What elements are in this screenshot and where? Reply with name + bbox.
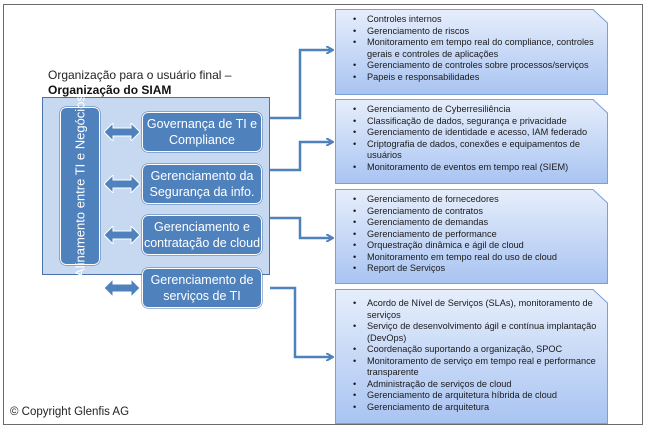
list-item: Serviço de desenvolvimento ágil e contín… <box>353 321 600 344</box>
unit-cloud-management: Gerenciamento e contratação de cloud <box>142 215 262 255</box>
callout-it-services: Acordo de Nível de Serviços (SLAs), moni… <box>335 289 608 424</box>
copyright-notice: © Copyright Glenfis AG <box>10 406 130 418</box>
list-item: Monitoramento em tempo real do uso de cl… <box>353 252 600 264</box>
org-title-line2: Organização do SIAM <box>48 83 172 97</box>
callout-cloud: Gerenciamento de fornecedores Gerenciame… <box>335 189 608 284</box>
double-arrow-icon <box>104 123 140 141</box>
double-arrow-icon <box>104 226 140 244</box>
list-item: Gerenciamento de Cyberresiliência <box>353 104 600 116</box>
list-item: Gerenciamento de arquitetura híbrida de … <box>353 390 600 402</box>
callout-security: Gerenciamento de Cyberresiliência Classi… <box>335 99 608 184</box>
double-arrow-icon <box>104 279 140 297</box>
list-item: Gerenciamento de performance <box>353 229 600 241</box>
list-item: Gerenciamento de contratos <box>353 206 600 218</box>
list-item: Gerenciamento de demandas <box>353 217 600 229</box>
list-item: Gerenciamento de controles sobre process… <box>353 60 600 72</box>
list-item: Monitoramento de eventos em tempo real (… <box>353 162 600 174</box>
list-item: Criptografia de dados, conexões e equipa… <box>353 139 600 162</box>
alignment-label: Alinamento entre TI e Negócios <box>72 95 88 277</box>
org-title-line1: Organização para o usuário final – <box>48 68 232 82</box>
list-item: Administração de serviços de cloud <box>353 379 600 391</box>
list-item: Controles internos <box>353 14 600 26</box>
list-item: Acordo de Nível de Serviços (SLAs), moni… <box>353 298 600 321</box>
list-item: Coordenação suportando a organização, SP… <box>353 344 600 356</box>
org-title: Organização para o usuário final – Organ… <box>48 68 231 98</box>
unit-it-governance: Governança de TI e Compliance <box>142 112 262 152</box>
list-item: Gerenciamento de fornecedores <box>353 194 600 206</box>
list-item: Monitoramento em tempo real do complianc… <box>353 37 600 60</box>
list-item: Monitoramento de serviço em tempo real e… <box>353 356 600 379</box>
list-item: Gerenciamento de identidade e acesso, IA… <box>353 127 600 139</box>
list-item: Orquestração dinâmica e ágil de cloud <box>353 240 600 252</box>
double-arrow-icon <box>104 175 140 193</box>
alignment-bar: Alinamento entre TI e Negócios <box>60 95 100 277</box>
callout-governance: Controles internos Gerenciamento de risc… <box>335 9 608 95</box>
list-item: Report de Serviços <box>353 263 600 275</box>
list-item: Gerenciamento de riscos <box>353 26 600 38</box>
list-item: Classificação de dados, segurança e priv… <box>353 116 600 128</box>
unit-security-management: Gerenciamento da Segurança da info. <box>142 164 262 204</box>
unit-it-service-management: Gerenciamento de serviços de TI <box>142 268 262 308</box>
list-item: Gerenciamento de arquitetura <box>353 402 600 414</box>
list-item: Papeis e responsabilidades <box>353 72 600 84</box>
